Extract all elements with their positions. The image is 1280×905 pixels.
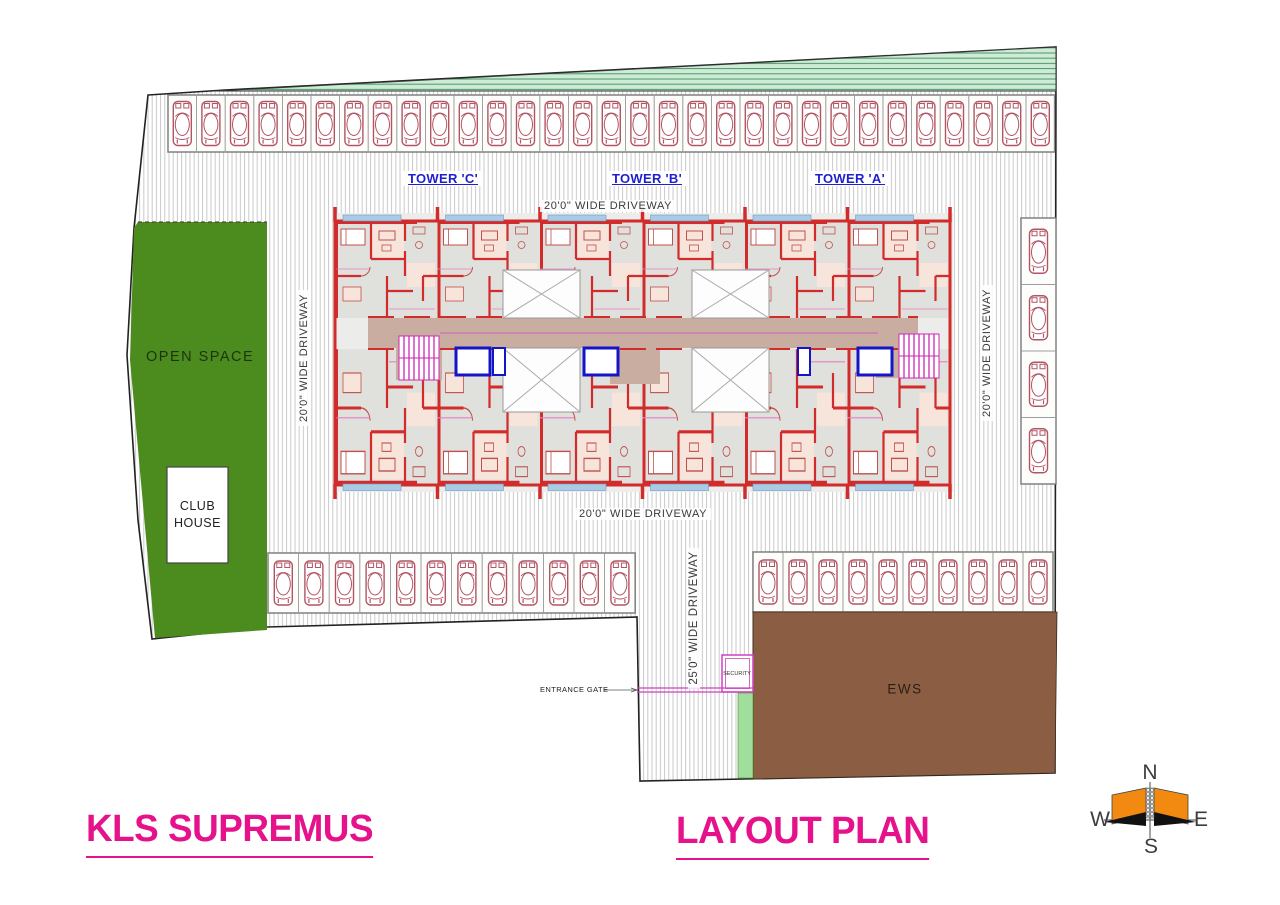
driveway-label-bottom: 20'0" WIDE DRIVEWAY: [574, 508, 712, 520]
driveway-label-top: 20'0" WIDE DRIVEWAY: [539, 200, 677, 212]
club-house-building: [166, 466, 229, 564]
parking-row-bottom-right: [752, 551, 1054, 613]
balcony-strips: [342, 214, 914, 491]
driveway-label-left: 20'0" WIDE DRIVEWAY: [298, 289, 310, 427]
tower-b-label: TOWER 'B': [606, 171, 688, 186]
buffer-strip: [737, 692, 754, 779]
open-space-label: OPEN SPACE: [146, 349, 255, 365]
compass-s-label: S: [1143, 835, 1159, 858]
driveway-label-entrance: 25'0" WIDE DRIVEWAY: [688, 547, 700, 689]
building-floor-plan: [333, 207, 953, 499]
parking-row-bottom-left: [267, 552, 636, 614]
entrance-gate-label: ENTRANCE GATE: [540, 685, 609, 694]
tower-c-label: TOWER 'C': [402, 171, 484, 186]
tower-a-label: TOWER 'A': [809, 171, 891, 186]
compass-n-label: N: [1142, 761, 1158, 784]
club-house-label: CLUB HOUSE: [174, 499, 221, 530]
ews-label: EWS: [887, 681, 923, 697]
compass-rose: [1104, 782, 1196, 838]
hedge-strip: [214, 46, 1057, 92]
parking-col-right: [1020, 217, 1057, 485]
drawing-title: LAYOUT PLAN: [676, 810, 930, 860]
lift-cores: [454, 346, 894, 377]
compass-e-label: E: [1193, 808, 1209, 831]
compass-w-label: W: [1090, 808, 1110, 831]
driveway-label-right: 20'0" WIDE DRIVEWAY: [981, 284, 993, 422]
project-title: KLS SUPREMUS: [86, 808, 374, 858]
open-space-area: [130, 221, 267, 638]
security-label: SECURITY: [723, 671, 751, 677]
light-wells: [502, 269, 770, 413]
parking-row-top: [167, 94, 1056, 153]
